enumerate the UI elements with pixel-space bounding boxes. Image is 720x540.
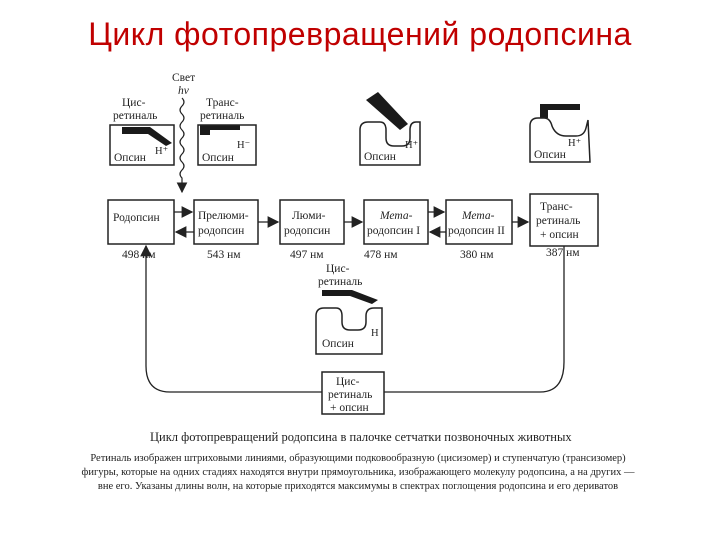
wavelength-label: 380 нм <box>460 249 494 261</box>
state-label-2: родопсин I <box>367 225 420 237</box>
state-lumirhodopsin: Люми- родопсин 497 нм <box>279 199 345 261</box>
state-label-2: родопсин <box>284 225 330 237</box>
state-label-1: Прелюми- <box>198 210 249 222</box>
opsin-label: Опсин <box>364 151 396 163</box>
opsin-pocket-shape <box>529 117 591 163</box>
caption-body: Ретиналь изображен штриховыми линиями, о… <box>81 453 635 492</box>
state-label-3: + опсин <box>540 229 579 241</box>
trans-retinal-shape <box>200 125 240 135</box>
cis-label-2: ретиналь <box>113 110 157 122</box>
hatched-retinal-shape <box>366 92 408 130</box>
wavelength-label: 498 нм <box>122 249 156 261</box>
bottom-label-2: ретиналь <box>328 389 372 401</box>
model-cis-retinal-middle: Цис- ретиналь H Опсин <box>315 263 383 355</box>
trans-retinal-shape <box>540 104 580 118</box>
model-metarhodopsin-1: H⁺ Опсин <box>359 92 421 166</box>
opsin-label: Опсин <box>322 338 354 350</box>
bottom-label-3: + опсин <box>330 402 369 414</box>
arrow-return-loop-2 <box>140 244 322 393</box>
state-label: Родопсин <box>113 212 160 224</box>
opsin-label: Опсин <box>114 152 146 164</box>
arrow-return-loop <box>384 246 565 393</box>
cis-retinal-shape <box>122 127 172 146</box>
model-trans-retinal-opsin: Транс- ретиналь H⁻ Опсин <box>197 97 257 166</box>
state-label-2: родопсин II <box>448 225 505 237</box>
state-label-2: родопсин <box>198 225 244 237</box>
light-hv-label: hν <box>178 85 190 97</box>
opsin-box <box>109 124 175 166</box>
model-metarhodopsin-2: H⁺ Опсин <box>529 104 591 163</box>
trans-label-1: Транс- <box>206 97 239 109</box>
bottom-label-1: Цис- <box>336 376 360 388</box>
box-cis-retinal-opsin: Цис- ретиналь + опсин <box>321 371 385 415</box>
caption-title: Цикл фотопревращений родопсина в палочке… <box>150 430 572 444</box>
transition-arrows <box>140 206 565 393</box>
wavelength-label: 478 нм <box>364 249 398 261</box>
state-metarhodopsin-1: Мета- родопсин I 478 нм <box>363 199 429 261</box>
state-prelumirhodopsin: Прелюми- родопсин 543 нм <box>193 199 259 261</box>
page-title: Цикл фотопревращений родопсина <box>88 16 632 52</box>
state-metarhodopsin-2: Мета- родопсин II 380 нм <box>445 199 513 261</box>
cis-label-1: Цис- <box>326 263 350 275</box>
proton-label: H⁻ <box>237 140 251 151</box>
wavelength-label: 543 нм <box>207 249 241 261</box>
state-label-1: Мета- <box>461 210 495 222</box>
cis-label-1: Цис- <box>122 97 146 109</box>
state-label-1: Мета- <box>379 210 413 222</box>
opsin-label: Опсин <box>534 149 566 161</box>
opsin-label: Опсин <box>202 152 234 164</box>
state-rhodopsin: Родопсин 498 нм <box>107 199 175 261</box>
opsin-pocket-shape <box>315 307 383 355</box>
opsin-box <box>197 124 257 166</box>
state-label-1: Люми- <box>292 210 326 222</box>
cis-retinal-shape <box>322 290 378 304</box>
light-wavy-arrow <box>176 97 188 194</box>
trans-label-2: ретиналь <box>200 110 244 122</box>
wavelength-label: 497 нм <box>290 249 324 261</box>
state-label-1: Транс- <box>540 201 573 213</box>
wavelength-label: 387 нм <box>546 247 580 259</box>
light-signal: Свет hν <box>172 72 195 194</box>
state-label-2: ретиналь <box>536 215 580 227</box>
proton-label: H⁺ <box>405 140 419 151</box>
proton-label: H <box>371 328 379 339</box>
proton-label: H⁺ <box>155 146 169 157</box>
proton-label: H⁺ <box>568 138 582 149</box>
opsin-pocket-shape <box>359 121 421 166</box>
light-label: Свет <box>172 72 195 84</box>
cis-label-2: ретиналь <box>318 276 362 288</box>
model-cis-retinal-opsin: Цис- ретиналь H⁺ Опсин <box>109 97 175 166</box>
